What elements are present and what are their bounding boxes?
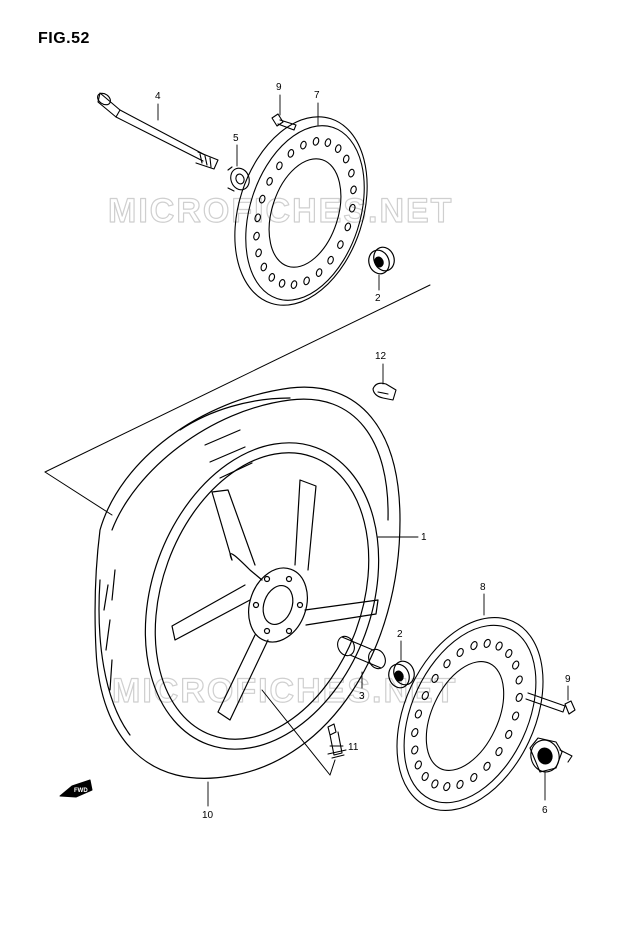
disc-bolt-top — [271, 113, 297, 131]
disc-hole — [495, 641, 503, 651]
svg-text:MICROFICHES.NET: MICROFICHES.NET — [112, 672, 457, 710]
disc-hole — [300, 140, 307, 150]
disc-hole — [505, 729, 513, 739]
hub-bolt — [285, 575, 293, 583]
disc-hole — [443, 782, 451, 792]
leader-lines — [157, 94, 569, 807]
callout-10: 10 — [202, 810, 214, 821]
disc-hole — [421, 771, 429, 782]
disc-hole — [470, 772, 478, 783]
disc-hole — [315, 268, 323, 277]
brake-disc-bottom — [396, 617, 544, 811]
hub-bolt — [252, 601, 260, 609]
disc-hole — [495, 747, 503, 757]
disc-hole — [344, 222, 352, 232]
disc-hole — [327, 255, 334, 265]
wheel-rim — [144, 442, 380, 750]
disc-bolt-bottom — [525, 692, 576, 715]
disc-hole — [348, 168, 355, 178]
hub-bolt — [285, 627, 293, 635]
callout-5: 5 — [233, 133, 239, 144]
watermark-bottom: MICROFICHES.NET — [111, 671, 457, 710]
disc-hole — [483, 761, 491, 771]
disc-hole — [511, 711, 520, 721]
callout-4: 4 — [155, 91, 161, 102]
wheel-hub-spokes — [171, 479, 379, 721]
disc-hole — [303, 276, 310, 286]
disc-hole — [268, 273, 276, 282]
disc-hole — [287, 149, 295, 158]
callout-7: 7 — [314, 90, 320, 101]
disc-hole — [431, 779, 439, 789]
hub-bolt — [263, 575, 271, 583]
disc-hole — [456, 779, 464, 789]
disc-hole — [505, 648, 513, 659]
hub-bolt — [263, 627, 271, 635]
disc-hole — [414, 709, 423, 719]
axle-spacer — [227, 166, 250, 192]
svg-text:FWD: FWD — [74, 788, 88, 794]
watermark-top: MICROFICHES.NET — [107, 191, 453, 230]
wheel-bearing-top — [368, 246, 395, 275]
disc-hole — [414, 760, 422, 770]
disc-hole — [421, 691, 429, 701]
callout-3: 3 — [359, 691, 365, 702]
disc-hole — [255, 248, 262, 258]
svg-text:MICROFICHES.NET: MICROFICHES.NET — [108, 192, 453, 230]
disc-hole — [515, 692, 523, 702]
disc-hole — [254, 213, 262, 223]
disc-hole — [266, 177, 273, 186]
callout-2b: 2 — [397, 629, 403, 640]
disc-hole — [515, 675, 523, 685]
wheel-bearing-bottom — [388, 660, 415, 689]
disc-hole — [260, 262, 268, 272]
front-axle — [97, 92, 219, 170]
cable-clamp — [372, 382, 397, 401]
disc-hole — [253, 231, 260, 241]
callout-9a: 9 — [276, 82, 282, 93]
callout-labels: 4 5 9 7 2 12 1 2 8 3 9 11 6 10 — [155, 82, 571, 821]
callout-1: 1 — [421, 532, 427, 543]
disc-hole — [456, 647, 464, 658]
figure-title: FIG.52 — [38, 30, 90, 47]
disc-hole — [337, 240, 344, 249]
disc-hole — [443, 659, 451, 669]
callout-2a: 2 — [375, 293, 381, 304]
disc-hole — [411, 745, 419, 755]
disc-hole — [431, 673, 439, 683]
callout-6: 6 — [542, 805, 548, 816]
disc-hole — [512, 660, 520, 670]
disc-hole — [276, 161, 283, 171]
disc-hole — [258, 194, 266, 204]
forward-arrow-icon: FWD — [59, 779, 93, 798]
disc-hole — [483, 638, 491, 648]
speedometer-gearbox — [529, 737, 573, 773]
disc-hole — [342, 154, 350, 164]
disc-hole — [350, 185, 357, 195]
disc-hole — [348, 203, 356, 213]
disc-hole — [290, 280, 298, 289]
callout-12: 12 — [375, 351, 387, 362]
hub-bolt — [296, 601, 304, 609]
disc-hole — [312, 137, 320, 146]
callout-8: 8 — [480, 582, 486, 593]
callout-9b: 9 — [565, 674, 571, 685]
brake-disc-top — [234, 116, 368, 306]
hub-spacer — [337, 635, 386, 670]
disc-hole — [334, 144, 342, 153]
callout-11: 11 — [348, 742, 359, 753]
front-tire — [94, 386, 401, 779]
disc-hole — [324, 138, 332, 147]
assembly-guide-lines — [44, 284, 431, 776]
tire-valve — [327, 723, 347, 759]
disc-hole — [411, 728, 419, 738]
disc-hole — [470, 641, 478, 651]
disc-hole — [278, 279, 286, 288]
